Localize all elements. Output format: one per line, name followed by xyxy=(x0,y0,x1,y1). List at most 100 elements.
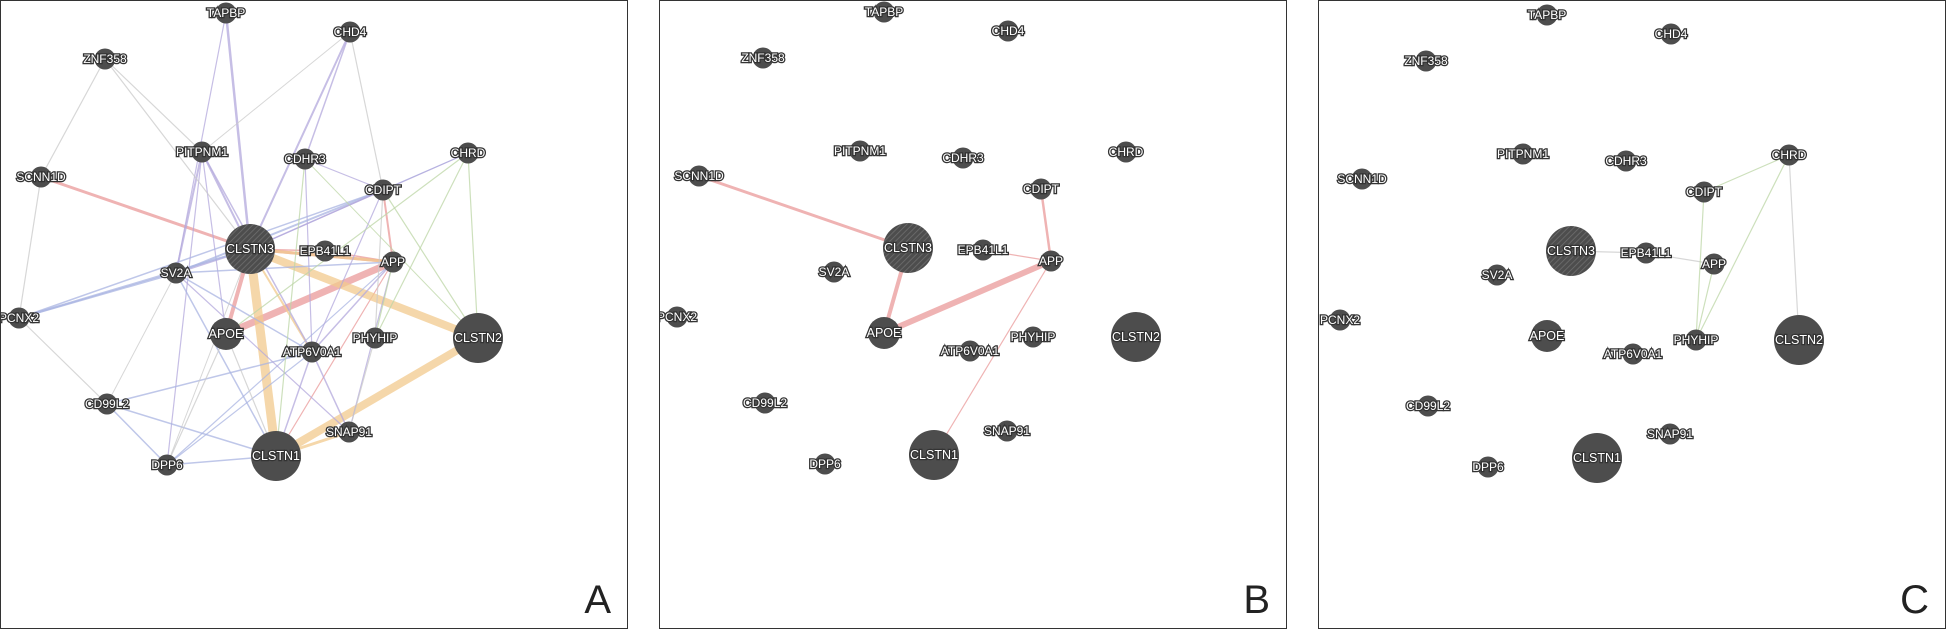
node-circle xyxy=(1536,4,1558,26)
node-scnn1d[interactable]: SCNN1D xyxy=(673,165,725,187)
node-label: CLSTN1 xyxy=(252,449,300,463)
node-pcnx2[interactable]: PCNX2 xyxy=(660,306,699,328)
node-circle xyxy=(453,313,503,363)
node-apoe[interactable]: APOE xyxy=(1528,320,1566,352)
node-clstn3[interactable]: CLSTN3 xyxy=(1546,226,1596,276)
node-snap91[interactable]: SNAP91 xyxy=(983,420,1032,442)
edge-chd4-cdhr3 xyxy=(304,31,351,160)
node-tapbp[interactable]: TAPBP xyxy=(863,1,905,23)
node-label: TAPBP xyxy=(1528,8,1566,22)
node-pitpnm1[interactable]: PITPNM1 xyxy=(175,141,230,163)
node-clstn1[interactable]: CLSTN1 xyxy=(1572,433,1622,483)
node-circle xyxy=(1415,50,1437,72)
node-chrd[interactable]: CHRD xyxy=(1107,141,1145,163)
node-sv2a[interactable]: SV2A xyxy=(1480,264,1514,286)
edge-clstn1-app xyxy=(933,260,1052,456)
node-znf358[interactable]: ZNF358 xyxy=(740,47,786,69)
node-circle xyxy=(301,341,323,363)
node-chrd[interactable]: CHRD xyxy=(449,142,487,164)
node-chd4[interactable]: CHD4 xyxy=(332,21,368,43)
edge-chrd-clstn2 xyxy=(1788,154,1800,341)
node-label: CHRD xyxy=(1109,145,1144,159)
node-pitpnm1[interactable]: PITPNM1 xyxy=(833,140,888,162)
node-label: PCNX2 xyxy=(660,310,697,324)
node-snap91[interactable]: SNAP91 xyxy=(325,421,374,443)
node-cdipt[interactable]: CDIPT xyxy=(1685,181,1724,203)
node-pcnx2[interactable]: PCNX2 xyxy=(1,307,41,329)
node-label: CDIPT xyxy=(1686,185,1723,199)
node-label: CLSTN3 xyxy=(1547,244,1595,258)
node-sv2a[interactable]: SV2A xyxy=(817,261,851,283)
node-phyhip[interactable]: PHYHIP xyxy=(351,327,399,349)
node-cd99l2[interactable]: CD99L2 xyxy=(1405,395,1452,417)
node-apoe[interactable]: APOE xyxy=(865,317,903,349)
node-chd4[interactable]: CHD4 xyxy=(1653,23,1689,45)
node-circle xyxy=(1417,395,1439,417)
node-apoe[interactable]: APOE xyxy=(207,318,245,350)
node-sv2a[interactable]: SV2A xyxy=(159,262,193,284)
node-label: CDHR3 xyxy=(284,152,326,166)
node-app[interactable]: APP xyxy=(1701,253,1727,275)
node-label: CD99L2 xyxy=(1406,399,1450,413)
node-epb41l1[interactable]: EPB41L1 xyxy=(956,239,1010,261)
node-pitpnm1[interactable]: PITPNM1 xyxy=(1496,143,1551,165)
node-cd99l2[interactable]: CD99L2 xyxy=(742,392,789,414)
node-label: SNAP91 xyxy=(1647,427,1693,441)
node-snap91[interactable]: SNAP91 xyxy=(1646,423,1695,445)
node-circle xyxy=(1486,264,1508,286)
node-clstn2[interactable]: CLSTN2 xyxy=(1111,312,1161,362)
node-circle xyxy=(814,453,836,475)
node-circle xyxy=(1622,343,1644,365)
node-circle xyxy=(30,166,52,188)
edge-atp6v0a1-app xyxy=(311,261,394,353)
node-cdhr3[interactable]: CDHR3 xyxy=(1604,150,1648,172)
node-atp6v0a1[interactable]: ATP6V0A1 xyxy=(939,340,1001,362)
node-clstn3[interactable]: CLSTN3 xyxy=(225,224,275,274)
node-znf358[interactable]: ZNF358 xyxy=(1403,50,1449,72)
node-cdhr3[interactable]: CDHR3 xyxy=(283,148,327,170)
node-clstn3[interactable]: CLSTN3 xyxy=(883,223,933,273)
node-chd4[interactable]: CHD4 xyxy=(990,20,1026,42)
node-circle xyxy=(1778,144,1800,166)
node-label: APP xyxy=(1702,257,1726,271)
node-epb41l1[interactable]: EPB41L1 xyxy=(298,240,352,262)
node-app[interactable]: APP xyxy=(380,251,406,273)
node-circle xyxy=(1546,226,1596,276)
node-cdipt[interactable]: CDIPT xyxy=(364,179,403,201)
node-label: PITPNM1 xyxy=(176,145,228,159)
node-clstn1[interactable]: CLSTN1 xyxy=(909,430,959,480)
node-circle xyxy=(1111,312,1161,362)
node-clstn2[interactable]: CLSTN2 xyxy=(453,313,503,363)
node-cdipt[interactable]: CDIPT xyxy=(1022,178,1061,200)
node-label: CHD4 xyxy=(1655,27,1688,41)
node-scnn1d[interactable]: SCNN1D xyxy=(15,166,67,188)
node-phyhip[interactable]: PHYHIP xyxy=(1009,326,1057,348)
node-tapbp[interactable]: TAPBP xyxy=(205,2,247,24)
node-cd99l2[interactable]: CD99L2 xyxy=(84,393,131,415)
node-clstn1[interactable]: CLSTN1 xyxy=(251,431,301,481)
edge-cdipt-chrd xyxy=(1703,154,1790,193)
node-pcnx2[interactable]: PCNX2 xyxy=(1319,309,1362,331)
node-app[interactable]: APP xyxy=(1038,250,1064,272)
node-label: CHD4 xyxy=(334,25,367,39)
node-dpp6[interactable]: DPP6 xyxy=(1471,456,1505,478)
node-dpp6[interactable]: DPP6 xyxy=(150,454,184,476)
node-clstn2[interactable]: CLSTN2 xyxy=(1774,315,1824,365)
edge-chd4-cdipt xyxy=(349,31,384,191)
node-scnn1d[interactable]: SCNN1D xyxy=(1336,168,1388,190)
node-chrd[interactable]: CHRD xyxy=(1770,144,1808,166)
node-atp6v0a1[interactable]: ATP6V0A1 xyxy=(281,341,343,363)
node-epb41l1[interactable]: EPB41L1 xyxy=(1619,242,1673,264)
node-atp6v0a1[interactable]: ATP6V0A1 xyxy=(1602,343,1664,365)
node-circle xyxy=(94,48,116,70)
node-tapbp[interactable]: TAPBP xyxy=(1526,4,1568,26)
node-label: CD99L2 xyxy=(743,396,787,410)
node-dpp6[interactable]: DPP6 xyxy=(808,453,842,475)
node-phyhip[interactable]: PHYHIP xyxy=(1672,329,1720,351)
node-cdhr3[interactable]: CDHR3 xyxy=(941,147,985,169)
node-label: CLSTN1 xyxy=(910,448,958,462)
node-label: CD99L2 xyxy=(85,397,129,411)
node-znf358[interactable]: ZNF358 xyxy=(82,48,128,70)
edge-chrd-phyhip xyxy=(374,152,469,339)
